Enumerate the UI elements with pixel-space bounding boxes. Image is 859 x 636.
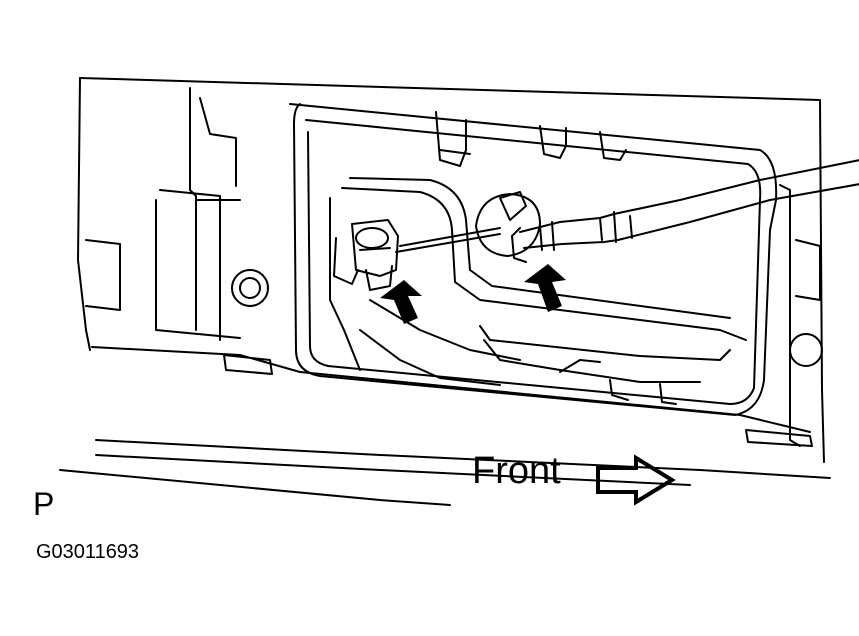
front-direction-label: Front [472,450,561,492]
view-letter-label: P [33,486,55,522]
cable [395,159,859,263]
panel-outline [59,77,831,506]
top-brackets [435,111,627,167]
body-hole [475,191,541,257]
right-arrow-outline-icon [596,454,676,506]
right-bracket [745,184,823,447]
cable-clamp [333,219,399,291]
lower-structure [359,299,731,405]
left-bracket [85,87,273,375]
recess-opening [289,103,778,416]
callout-arrow-cable-end [524,264,566,312]
callout-arrow-clamp [380,280,422,324]
figure-code-label: G03011693 [36,541,140,563]
